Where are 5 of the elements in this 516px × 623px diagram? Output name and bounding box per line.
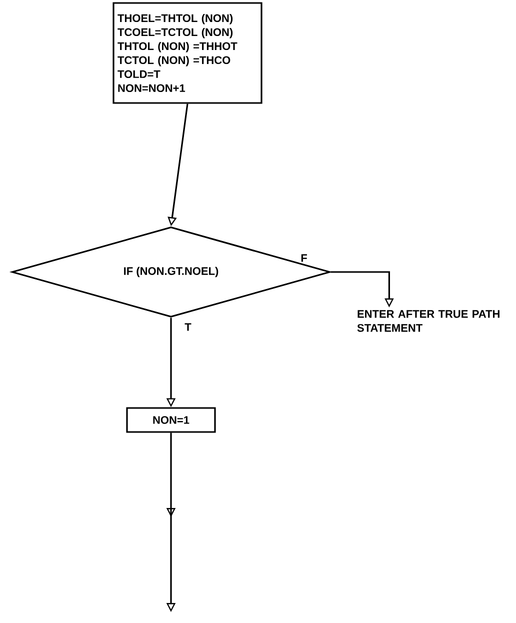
process-box: NON=1	[126, 407, 216, 433]
process-box: THOEL=THTOL (NON) TCOEL=TCTOL (NON) THTOL (NON) =THHOT TCTOL (NON) =THCO TOLD=T NON=NON+1	[112, 2, 262, 104]
edge-label: T	[184, 322, 192, 332]
edge-label: F	[300, 253, 308, 263]
note-text: ENTER AFTER TRUE PATH STATEMENT	[357, 310, 500, 332]
